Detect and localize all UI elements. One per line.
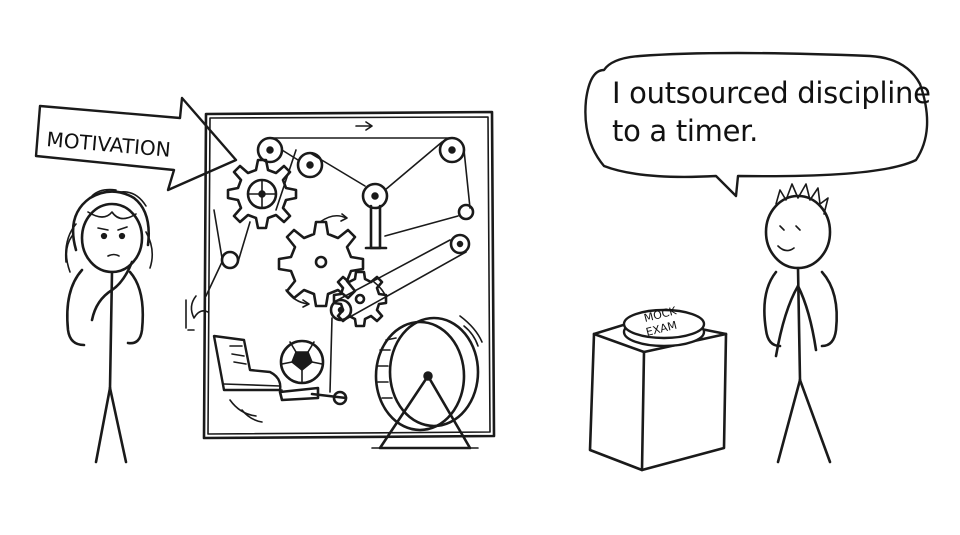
speech-line-2: to a timer. — [612, 114, 759, 148]
pulley-top-right — [438, 136, 466, 164]
pulley-right — [457, 203, 475, 221]
hamster-wheel — [371, 315, 483, 450]
speech-bubble — [584, 51, 929, 198]
left-stick-figure — [64, 188, 154, 464]
soccer-ball — [279, 339, 325, 385]
pulley-center — [361, 182, 389, 210]
mock-exam-button[interactable]: MOCK EXAM — [622, 304, 706, 348]
gear-top-left — [226, 158, 298, 230]
pulley-top-middle — [296, 151, 324, 179]
pulley-top-left — [256, 136, 284, 164]
gear-center — [277, 220, 365, 308]
speech-line-1: I outsourced discipline — [612, 76, 931, 110]
rube-goldberg-machine — [185, 110, 496, 450]
mock-exam-box: MOCK EXAM — [588, 304, 728, 472]
gear-small — [332, 270, 388, 328]
pulley-left — [220, 250, 240, 270]
right-stick-figure — [763, 183, 838, 464]
boot — [212, 334, 283, 392]
motivation-arrow: MOTIVATION — [34, 96, 238, 192]
pulley-mid-right — [449, 233, 471, 255]
speech-bubble-text: I outsourced discipline to a timer. — [612, 74, 931, 150]
